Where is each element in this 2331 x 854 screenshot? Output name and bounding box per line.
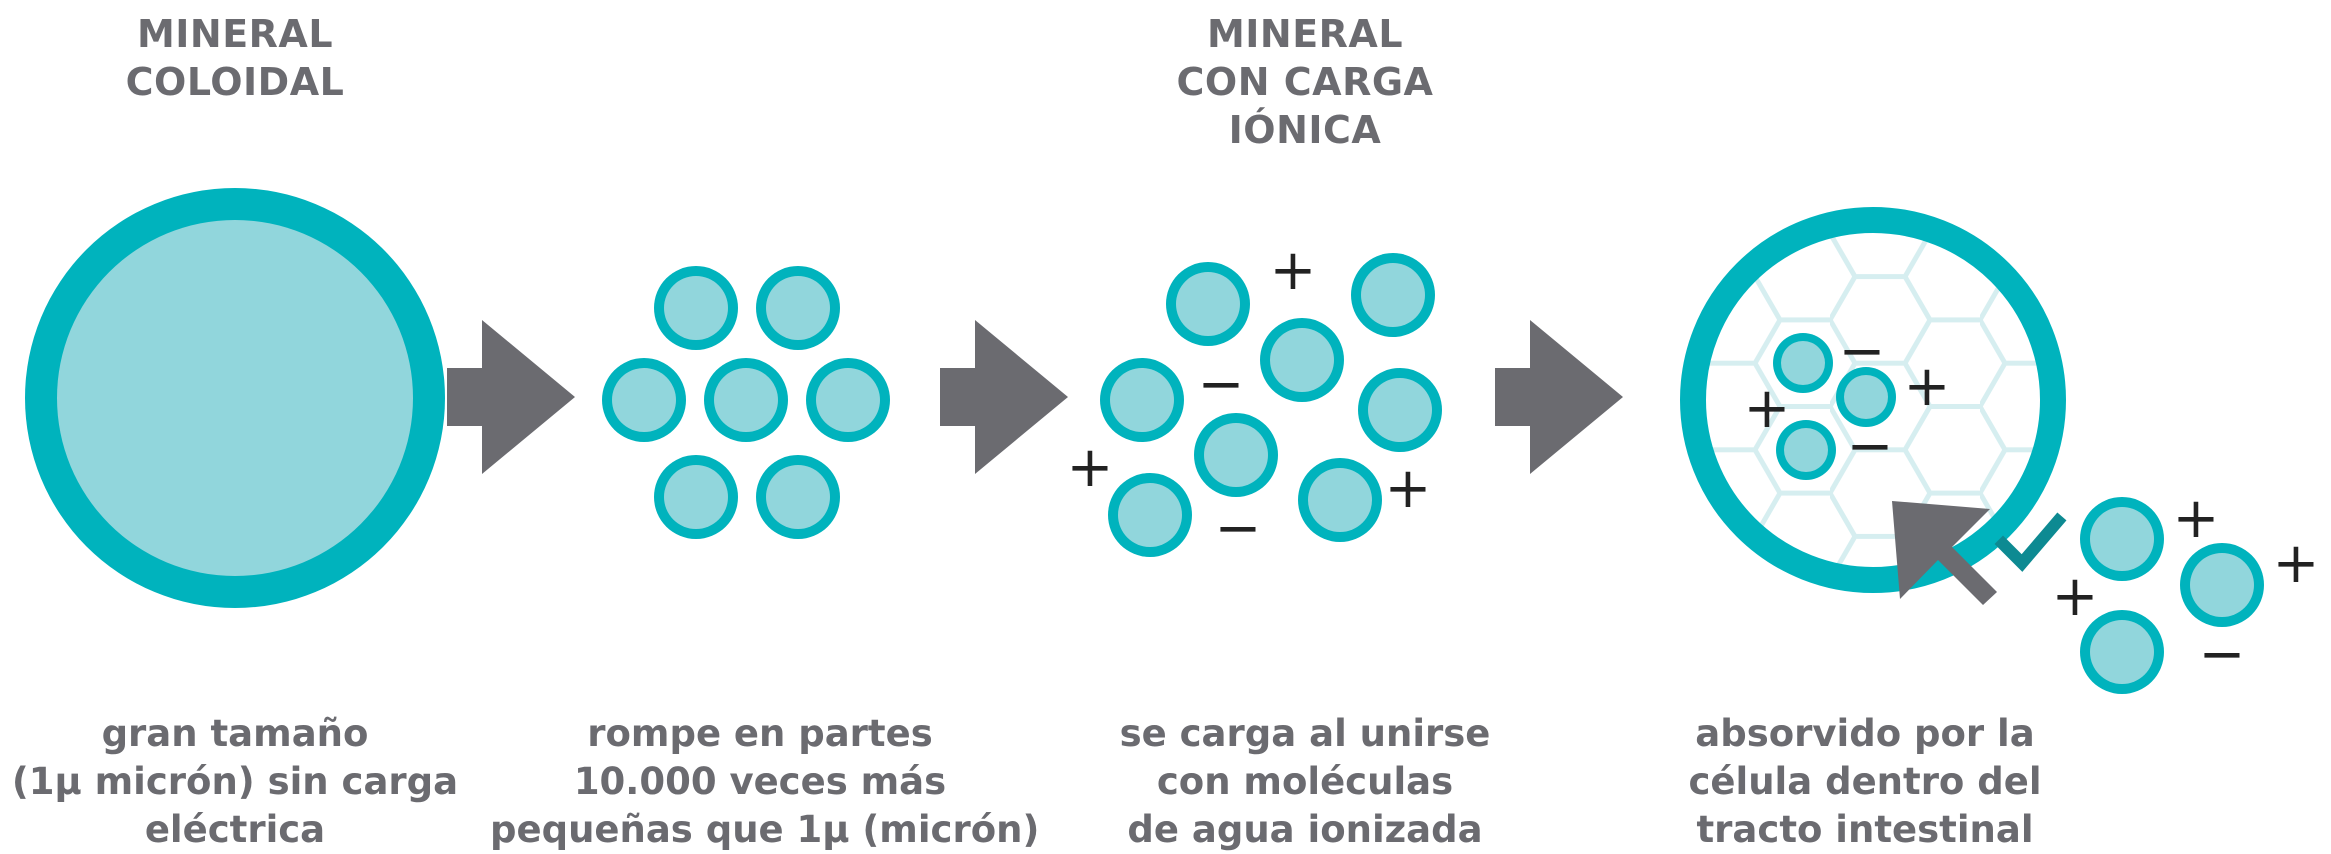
caption-line: se carga al unirse (1119, 712, 1491, 755)
incoming-particle (2080, 610, 2164, 694)
caption-line: célula dentro del (1688, 760, 2042, 803)
heading-line: IÓNICA (1228, 108, 1382, 152)
plus-sign: + (1904, 354, 1951, 419)
incoming-particles (2080, 497, 2264, 694)
small-particle (704, 358, 788, 442)
charged-particle (1351, 253, 1435, 337)
caption-line: eléctrica (144, 808, 326, 851)
heading-line: COLOIDAL (125, 60, 345, 104)
caption-step-3: se carga al unirse con moléculas de agua… (1080, 710, 1530, 854)
heading-colloidal-mineral: MINERAL COLOIDAL (85, 10, 385, 106)
minus-sign: − (2199, 622, 2246, 687)
small-particles-cluster (602, 266, 890, 539)
absorbed-particle (1773, 333, 1833, 393)
caption-line: tracto intestinal (1696, 808, 2034, 851)
plus-sign: + (2052, 564, 2099, 629)
plus-sign: + (1744, 376, 1791, 441)
charged-particle (1100, 358, 1184, 442)
charged-particle (1298, 458, 1382, 542)
large-colloidal-particle (25, 188, 445, 608)
caption-line: con moléculas (1156, 760, 1454, 803)
small-particle (806, 358, 890, 442)
small-particle (654, 455, 738, 539)
intestinal-cell (1680, 207, 2066, 593)
diagonal-arrow-icon (1892, 501, 1997, 605)
charged-particle (1194, 413, 1278, 497)
absorbed-particle (1776, 420, 1836, 480)
plus-sign: + (1067, 435, 1114, 500)
charged-particle (1260, 318, 1344, 402)
caption-line: (1µ micrón) sin carga (11, 760, 459, 803)
absorbed-particle (1836, 367, 1896, 427)
caption-step-1: gran tamaño (1µ micrón) sin carga eléctr… (10, 710, 460, 854)
plus-sign: + (2173, 486, 2220, 551)
small-particle (654, 266, 738, 350)
caption-line: gran tamaño (101, 712, 369, 755)
charged-particles-cluster (1100, 253, 1442, 557)
charge-signs: + − + + − − + + − + + + − (1067, 238, 2320, 687)
right-arrow-icon (1495, 320, 1623, 474)
plus-sign: + (1270, 238, 1317, 303)
charged-particle (1358, 368, 1442, 452)
small-particle (756, 266, 840, 350)
caption-line: de agua ionizada (1127, 808, 1483, 851)
minus-sign: − (1847, 414, 1894, 479)
caption-step-4: absorvido por la célula dentro del tract… (1640, 710, 2090, 854)
caption-line: absorvido por la (1695, 712, 2035, 755)
right-arrow-icon (940, 320, 1068, 474)
plus-sign: + (2273, 531, 2320, 596)
heading-line: MINERAL (1206, 12, 1404, 56)
check-icon (1994, 512, 2067, 572)
small-particle (756, 455, 840, 539)
incoming-particle (2180, 543, 2264, 627)
minus-sign: − (1839, 319, 1886, 384)
minus-sign: − (1215, 496, 1262, 561)
heading-ionic-mineral: MINERAL CON CARGA IÓNICA (1130, 10, 1480, 154)
minus-sign: − (1198, 352, 1245, 417)
caption-step-2: rompe en partes 10.000 veces más pequeña… (490, 710, 1040, 854)
right-arrow-icon (447, 320, 575, 474)
small-particle (602, 358, 686, 442)
heading-line: CON CARGA (1176, 60, 1434, 104)
caption-line: rompe en partes (587, 712, 933, 755)
charged-particle (1108, 473, 1192, 557)
plus-sign: + (1385, 456, 1432, 521)
heading-line: MINERAL (136, 12, 334, 56)
caption-line: 10.000 veces más (573, 760, 947, 803)
incoming-particle (2080, 497, 2164, 581)
caption-line: pequeñas que 1µ (micrón) (490, 808, 1040, 851)
charged-particle (1166, 262, 1250, 346)
